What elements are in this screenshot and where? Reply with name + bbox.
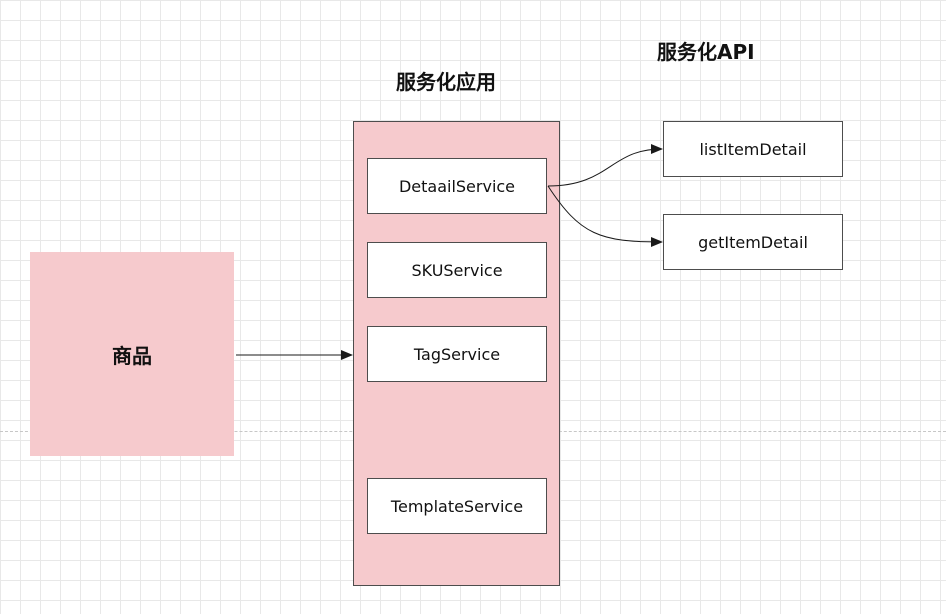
- sku-service-node[interactable]: SKUService: [367, 242, 547, 298]
- product-node[interactable]: 商品: [30, 252, 234, 456]
- get-item-detail-node[interactable]: getItemDetail: [663, 214, 843, 270]
- list-item-detail-node[interactable]: listItemDetail: [663, 121, 843, 177]
- template-service-node[interactable]: TemplateService: [367, 478, 547, 534]
- edge-detail-to-get: [547, 185, 663, 247]
- service-api-title: 服务化API: [657, 40, 755, 64]
- tag-service-label: TagService: [413, 344, 501, 364]
- sku-service-label: SKUService: [411, 260, 503, 280]
- list-item-detail-label: listItemDetail: [699, 139, 807, 159]
- tag-service-node[interactable]: TagService: [367, 326, 547, 382]
- edge-detail-to-list: [547, 144, 663, 187]
- detail-service-node[interactable]: DetaailService: [367, 158, 547, 214]
- service-app-title: 服务化应用: [396, 70, 496, 94]
- get-item-detail-label: getItemDetail: [698, 232, 808, 252]
- detail-service-label: DetaailService: [398, 176, 516, 196]
- template-service-label: TemplateService: [390, 496, 524, 516]
- product-label: 商品: [112, 343, 152, 368]
